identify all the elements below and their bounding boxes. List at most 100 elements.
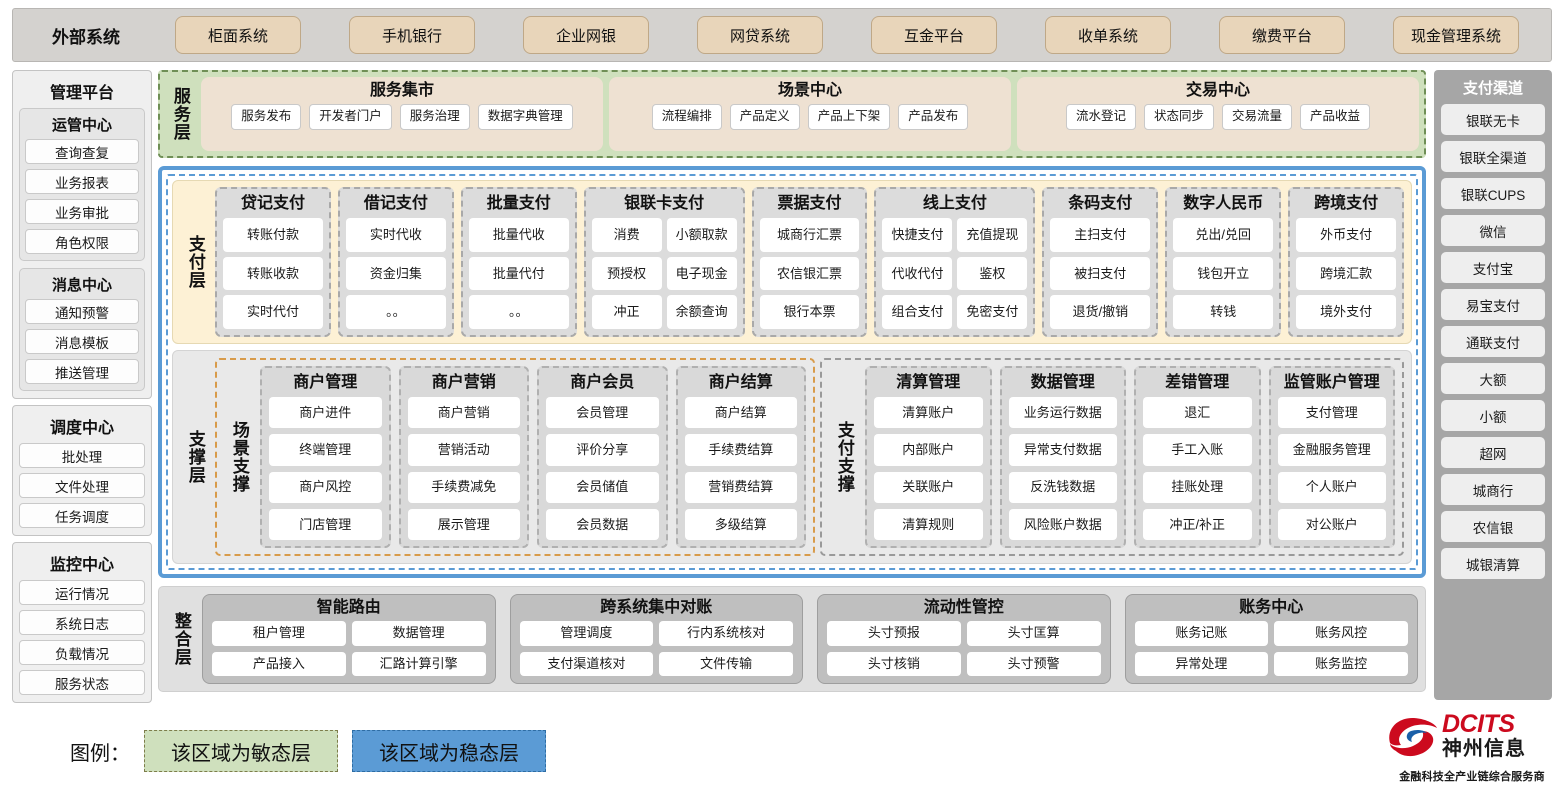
payment-item[interactable]: 充值提现 <box>957 218 1028 252</box>
support-item[interactable]: 营销活动 <box>407 434 520 466</box>
payment-channel-item[interactable]: 支付宝 <box>1441 252 1545 283</box>
external-system-chip[interactable]: 缴费平台 <box>1219 16 1345 54</box>
support-item[interactable]: 挂账处理 <box>1143 471 1252 503</box>
support-item[interactable]: 门店管理 <box>269 508 382 540</box>
support-item[interactable]: 多级结算 <box>684 508 797 540</box>
sidebar-item-batch-processing[interactable]: 批处理 <box>19 443 145 468</box>
payment-item[interactable]: 快捷支付 <box>882 218 953 252</box>
sidebar-item-running-status[interactable]: 运行情况 <box>19 580 145 605</box>
support-item[interactable]: 评价分享 <box>546 434 659 466</box>
integration-item[interactable]: 头寸匡算 <box>966 621 1101 646</box>
support-item[interactable]: 业务运行数据 <box>1008 397 1117 429</box>
payment-channel-item[interactable]: 微信 <box>1441 215 1545 246</box>
external-system-chip[interactable]: 收单系统 <box>1045 16 1171 54</box>
payment-channel-item[interactable]: 城商行 <box>1441 474 1545 505</box>
sidebar-item-notification-alert[interactable]: 通知预警 <box>25 299 139 324</box>
payment-channel-item[interactable]: 农信银 <box>1441 511 1545 542</box>
service-chip[interactable]: 交易流量 <box>1222 104 1293 130</box>
payment-item[interactable]: 外币支付 <box>1296 218 1397 252</box>
support-item[interactable]: 手续费减免 <box>407 471 520 503</box>
external-system-chip[interactable]: 互金平台 <box>871 16 997 54</box>
external-system-chip[interactable]: 现金管理系统 <box>1393 16 1519 54</box>
payment-item[interactable]: 消费 <box>591 218 662 252</box>
payment-channel-item[interactable]: 银联CUPS <box>1441 178 1545 209</box>
support-item[interactable]: 商户结算 <box>684 397 797 429</box>
support-item[interactable]: 个人账户 <box>1277 471 1386 503</box>
support-item[interactable]: 商户风控 <box>269 471 382 503</box>
sidebar-item-task-scheduling[interactable]: 任务调度 <box>19 503 145 528</box>
payment-item[interactable]: 组合支付 <box>882 295 953 329</box>
payment-channel-item[interactable]: 银联无卡 <box>1441 104 1545 135</box>
integration-item[interactable]: 头寸核销 <box>827 651 961 676</box>
support-item[interactable]: 终端管理 <box>269 434 382 466</box>
payment-item[interactable]: 批量代收 <box>468 218 569 252</box>
support-item[interactable]: 会员管理 <box>546 397 659 429</box>
service-chip[interactable]: 产品上下架 <box>807 104 891 130</box>
service-chip[interactable]: 流水登记 <box>1065 104 1136 130</box>
sidebar-item-push-management[interactable]: 推送管理 <box>25 359 139 384</box>
support-item[interactable]: 反洗钱数据 <box>1008 471 1117 503</box>
integration-item[interactable]: 异常处理 <box>1134 651 1269 676</box>
integration-item[interactable]: 管理调度 <box>519 621 654 646</box>
payment-channel-item[interactable]: 大额 <box>1441 363 1545 394</box>
service-chip[interactable]: 服务发布 <box>231 104 302 130</box>
support-item[interactable]: 会员数据 <box>546 508 659 540</box>
integration-item[interactable]: 账务风控 <box>1274 621 1408 646</box>
service-chip[interactable]: 流程编排 <box>651 104 722 130</box>
support-item[interactable]: 清算规则 <box>874 508 983 540</box>
support-item[interactable]: 退汇 <box>1143 397 1252 429</box>
support-item[interactable]: 展示管理 <box>407 508 520 540</box>
payment-item[interactable]: 钱包开立 <box>1173 256 1274 291</box>
service-chip[interactable]: 状态同步 <box>1143 104 1214 130</box>
integration-item[interactable]: 数据管理 <box>351 621 486 646</box>
support-item[interactable]: 支付管理 <box>1277 397 1386 429</box>
payment-item[interactable]: 鉴权 <box>957 256 1028 291</box>
sidebar-item-system-log[interactable]: 系统日志 <box>19 610 145 635</box>
integration-item[interactable]: 头寸预报 <box>827 621 961 646</box>
payment-item[interactable]: 转账付款 <box>223 218 323 252</box>
support-item[interactable]: 内部账户 <box>874 434 983 466</box>
integration-item[interactable]: 账务记账 <box>1134 621 1269 646</box>
service-chip[interactable]: 产品发布 <box>898 104 969 130</box>
service-chip[interactable]: 服务治理 <box>399 104 470 130</box>
sidebar-item-business-approval[interactable]: 业务审批 <box>25 199 139 224</box>
payment-item[interactable]: 实时代付 <box>223 295 323 329</box>
support-item[interactable]: 会员储值 <box>546 471 659 503</box>
payment-item[interactable]: 实时代收 <box>345 218 446 252</box>
payment-item[interactable]: 农信银汇票 <box>759 256 860 291</box>
payment-item[interactable]: 主扫支付 <box>1050 218 1151 252</box>
payment-item[interactable]: 转账收款 <box>223 256 323 291</box>
support-item[interactable]: 营销费结算 <box>684 471 797 503</box>
integration-item[interactable]: 汇路计算引擎 <box>351 651 486 676</box>
payment-item[interactable]: 银行本票 <box>759 295 860 329</box>
integration-item[interactable]: 支付渠道核对 <box>519 651 654 676</box>
payment-item[interactable]: 预授权 <box>591 256 662 291</box>
integration-item[interactable]: 头寸预警 <box>966 651 1101 676</box>
service-chip[interactable]: 产品收益 <box>1300 104 1371 130</box>
external-system-chip[interactable]: 手机银行 <box>349 16 475 54</box>
support-item[interactable]: 商户进件 <box>269 397 382 429</box>
external-system-chip[interactable]: 柜面系统 <box>175 16 301 54</box>
payment-item[interactable]: 批量代付 <box>468 256 569 291</box>
payment-item[interactable]: 资金归集 <box>345 256 446 291</box>
support-item[interactable]: 冲正/补正 <box>1143 508 1252 540</box>
payment-channel-item[interactable]: 易宝支付 <box>1441 289 1545 320</box>
integration-item[interactable]: 文件传输 <box>659 651 793 676</box>
sidebar-item-business-report[interactable]: 业务报表 <box>25 169 139 194</box>
payment-item[interactable]: 小额取款 <box>666 218 737 252</box>
payment-channel-item[interactable]: 超网 <box>1441 437 1545 468</box>
sidebar-item-service-status[interactable]: 服务状态 <box>19 670 145 695</box>
payment-item[interactable]: 退货/撤销 <box>1050 295 1151 329</box>
sidebar-item-role-permission[interactable]: 角色权限 <box>25 229 139 254</box>
payment-item[interactable]: 代收代付 <box>882 256 953 291</box>
support-item[interactable]: 商户营销 <box>407 397 520 429</box>
support-item[interactable]: 清算账户 <box>874 397 983 429</box>
integration-item[interactable]: 行内系统核对 <box>659 621 793 646</box>
external-system-chip[interactable]: 企业网银 <box>523 16 649 54</box>
sidebar-item-query-reply[interactable]: 查询查复 <box>25 139 139 164</box>
support-item[interactable]: 手续费结算 <box>684 434 797 466</box>
payment-item[interactable]: 跨境汇款 <box>1296 256 1397 291</box>
payment-item[interactable]: 城商行汇票 <box>759 218 860 252</box>
support-item[interactable]: 手工入账 <box>1143 434 1252 466</box>
support-item[interactable]: 对公账户 <box>1277 508 1386 540</box>
